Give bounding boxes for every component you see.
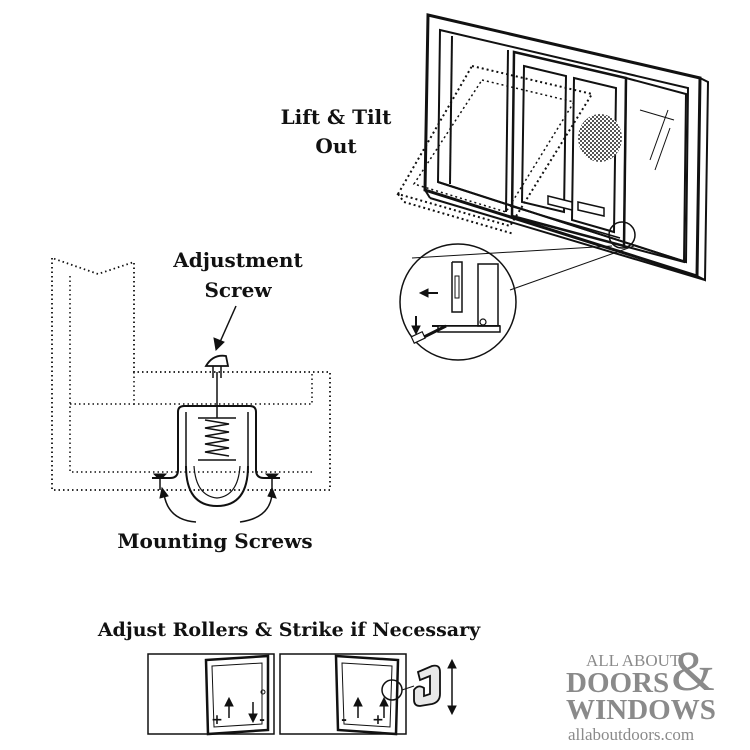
adjust-rollers-caption: Adjust Rollers & Strike if Necessary <box>97 619 481 641</box>
adjustment-screw-label-line1: Adjustment <box>172 248 303 272</box>
roller-detail-circle <box>399 243 517 361</box>
logo-line2: DOORS <box>566 667 669 699</box>
brand-logo: ALL ABOUT & DOORS WINDOWS allaboutdoors.… <box>566 641 716 744</box>
right-box-plus-mark: + <box>372 712 384 728</box>
logo-ampersand: & <box>671 641 715 703</box>
roller-cross-section <box>51 256 331 523</box>
adjustment-screw-label-line2: Screw <box>204 278 272 302</box>
logo-url: allaboutdoors.com <box>568 725 694 744</box>
logo-line3: WINDOWS <box>566 694 716 726</box>
logo-line1: ALL ABOUT <box>586 651 681 670</box>
sliding-window-illustration <box>396 13 710 291</box>
mounting-screws-label: Mounting Screws <box>117 529 312 553</box>
adjust-left-box <box>147 653 275 736</box>
lift-tilt-label-line2: Out <box>315 134 357 158</box>
right-box-minus-mark: - <box>341 712 347 728</box>
left-box-plus-mark: + <box>211 712 223 728</box>
adjust-right-box <box>279 653 457 736</box>
left-box-minus-mark: - <box>259 712 265 728</box>
lift-tilt-label-line1: Lift & Tilt <box>281 105 393 129</box>
